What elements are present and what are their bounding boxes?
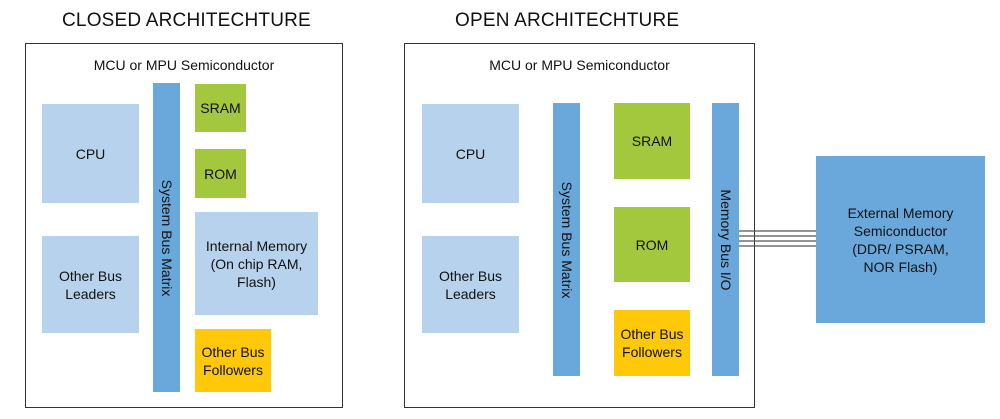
closed-rom-block: ROM: [195, 149, 246, 198]
closed-cpu-block: CPU: [42, 104, 139, 203]
external-memory-line-1: External Memory: [847, 204, 954, 221]
open-sram-block: SRAM: [614, 103, 690, 179]
closed-cpu-label: CPU: [75, 145, 106, 162]
closed-chip-label: MCU or MPU Semiconductor: [93, 57, 275, 73]
closed-followers-line-2: Followers: [203, 361, 263, 378]
closed-sram-label: SRAM: [200, 100, 241, 116]
closed-followers-line-1: Other Bus: [201, 343, 265, 360]
open-system-bus-matrix: System Bus Matrix: [553, 103, 580, 376]
external-memory-block: External Memory Semiconductor (DDR/ PSRA…: [816, 156, 985, 323]
closed-other-leaders-line-2: Leaders: [65, 285, 116, 302]
closed-internal-memory-line-2: (On chip RAM,: [210, 255, 303, 272]
open-other-leaders-line-2: Leaders: [445, 285, 496, 302]
open-followers-line-1: Other Bus: [620, 326, 684, 342]
closed-internal-memory-line-3: Flash): [237, 273, 276, 290]
closed-other-bus-leaders-block: Other Bus Leaders: [42, 236, 139, 333]
closed-rom-label: ROM: [204, 165, 237, 182]
open-chip-label: MCU or MPU Semiconductor: [489, 57, 670, 73]
open-other-leaders-line-1: Other Bus: [438, 267, 503, 284]
open-architecture-title: OPEN ARCHITECHTURE: [455, 10, 680, 31]
closed-other-bus-followers-block: Other Bus Followers: [195, 329, 271, 392]
external-memory-line-2: Semiconductor: [853, 222, 948, 239]
closed-internal-memory-line-1: Internal Memory: [205, 237, 308, 254]
closed-architecture-title: CLOSED ARCHITECHTURE: [62, 10, 311, 31]
open-other-bus-followers-block: Other Bus Followers: [614, 310, 690, 376]
open-other-bus-leaders-block: Other Bus Leaders: [422, 236, 519, 333]
open-sram-label: SRAM: [631, 133, 673, 149]
closed-system-bus-matrix: System Bus Matrix: [153, 83, 180, 392]
closed-other-leaders-line-1: Other Bus: [58, 267, 123, 284]
external-memory-line-3: (DDR/ PSRAM,: [852, 240, 949, 257]
closed-internal-memory-block: Internal Memory (On chip RAM, Flash): [195, 212, 318, 315]
open-cpu-block: CPU: [422, 104, 519, 203]
closed-sram-block: SRAM: [195, 84, 246, 132]
open-rom-label: ROM: [635, 236, 669, 253]
open-rom-block: ROM: [614, 207, 690, 282]
open-memory-bus-io: Memory Bus I/O: [712, 103, 739, 376]
external-memory-line-4: NOR Flash): [863, 258, 938, 275]
open-followers-line-2: Followers: [622, 344, 682, 360]
open-cpu-label: CPU: [455, 145, 486, 162]
